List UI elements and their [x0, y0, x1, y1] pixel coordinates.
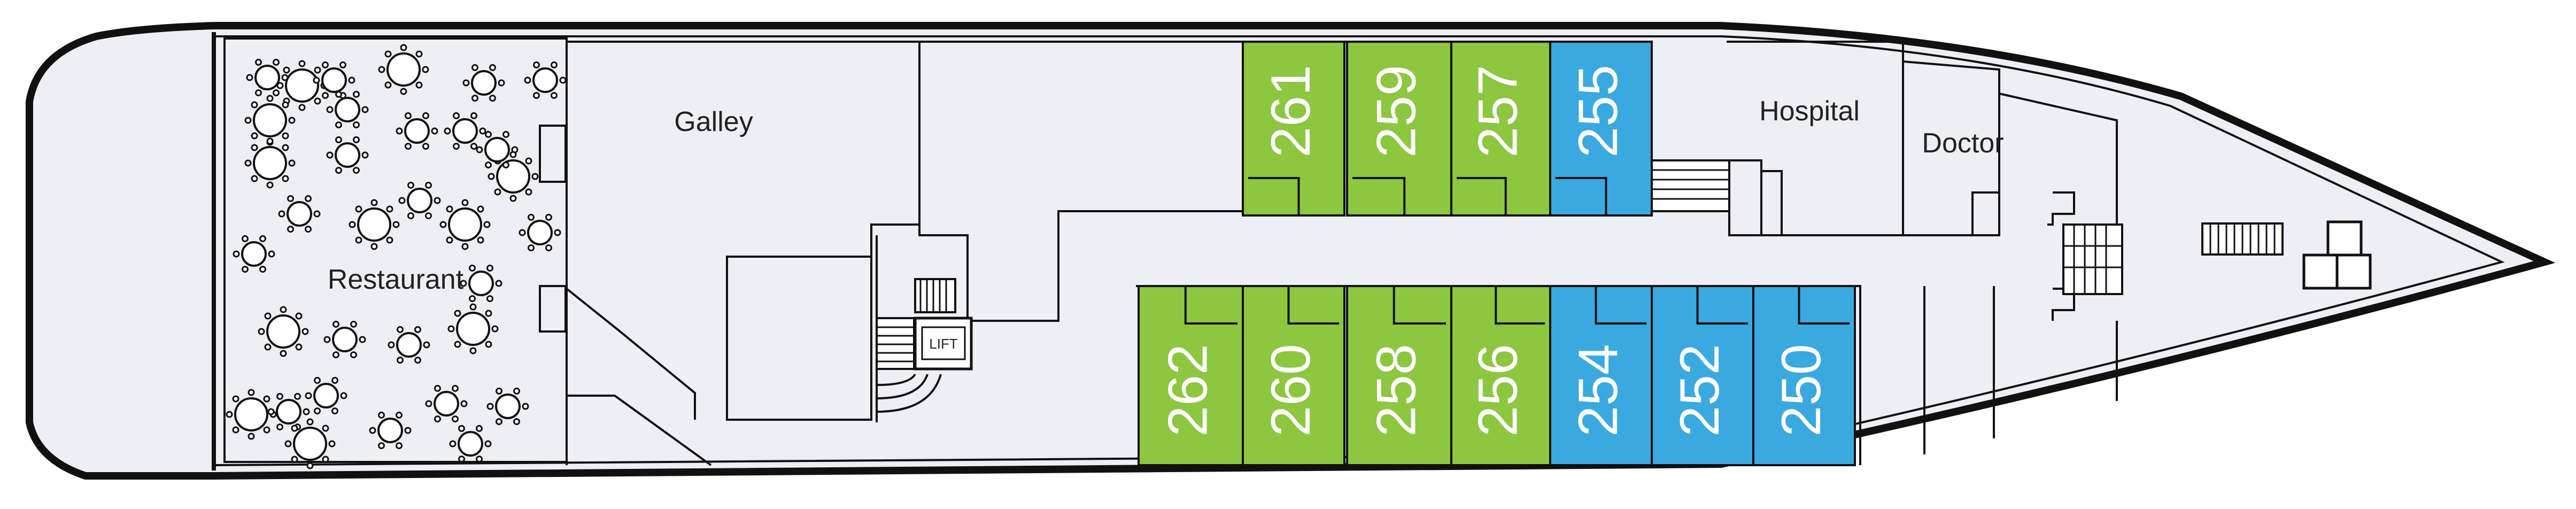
- table-icon: [233, 235, 275, 273]
- restaurant-label: Restaurant: [328, 264, 464, 295]
- table-icon: [486, 387, 529, 426]
- corridor-walls: [566, 288, 712, 466]
- table-icon: [398, 181, 441, 220]
- table-icon: [378, 44, 429, 95]
- hospital-room: [1727, 41, 1904, 236]
- cabin-number: 257: [1467, 65, 1529, 158]
- cabin-block-walls: [1136, 285, 1995, 465]
- table-icon: [244, 137, 296, 189]
- table-icon: [326, 90, 369, 129]
- restaurant-pillar: [539, 285, 567, 333]
- cabin-number: 252: [1669, 344, 1731, 437]
- table-icon: [462, 64, 505, 102]
- cabin-256[interactable]: 256: [1450, 285, 1551, 466]
- table-icon: [369, 411, 412, 450]
- lift-label: LIFT: [929, 336, 958, 352]
- doctor-label: Doctor: [1922, 128, 2003, 159]
- cabin-258[interactable]: 258: [1346, 285, 1452, 466]
- table-icon: [388, 326, 430, 364]
- cabin-number: 254: [1567, 344, 1629, 437]
- stairs-icon: [2047, 191, 2123, 321]
- stairs-icon: [876, 278, 956, 413]
- lift-icon: LIFT: [914, 317, 973, 371]
- cabin-262[interactable]: 262: [1138, 285, 1244, 466]
- inner-hull-line: [213, 35, 2505, 466]
- cabin-number: 255: [1567, 65, 1629, 158]
- table-icon: [439, 199, 491, 250]
- table-icon: [313, 61, 355, 99]
- table-icon: [258, 306, 309, 357]
- table-icon: [276, 60, 328, 111]
- restaurant-area: [223, 37, 568, 463]
- cabin-257[interactable]: 257: [1450, 41, 1551, 217]
- table-icon: [323, 320, 366, 359]
- cabin-block-walls: [1242, 41, 1653, 214]
- doctor-room: [1902, 60, 2118, 238]
- cabin-number: 261: [1260, 65, 1322, 158]
- galley-label: Galley: [674, 106, 753, 137]
- table-icon: [396, 112, 438, 150]
- cabin-number: 260: [1260, 344, 1322, 437]
- anchor-winch-icon: [2201, 222, 2284, 256]
- cabin-250[interactable]: 250: [1752, 285, 1856, 466]
- cabin-number: 250: [1770, 344, 1832, 437]
- table-icon: [449, 425, 492, 463]
- table-icon: [476, 130, 519, 169]
- cabin-number: 258: [1366, 344, 1428, 437]
- cabin-254[interactable]: 254: [1549, 285, 1653, 466]
- table-icon: [425, 384, 468, 423]
- table-icon: [524, 61, 567, 99]
- table-icon: [519, 213, 561, 252]
- cabin-261[interactable]: 261: [1242, 41, 1345, 217]
- table-icon: [460, 264, 502, 303]
- table-icon: [244, 95, 296, 146]
- cabin-252[interactable]: 252: [1651, 285, 1754, 466]
- table-icon: [349, 199, 400, 250]
- cabin-number: 259: [1366, 65, 1428, 158]
- restaurant-pillar: [539, 125, 567, 183]
- hospital-label: Hospital: [1759, 96, 1860, 127]
- cabin-255[interactable]: 255: [1549, 41, 1653, 217]
- cabin-260[interactable]: 260: [1242, 285, 1345, 466]
- table-icon: [326, 136, 369, 174]
- cabin-number: 262: [1157, 344, 1219, 437]
- restaurant-tables: [226, 44, 567, 469]
- cabins: 261 259 257 255 262 260 258 256 254 252 250: [1138, 41, 1856, 466]
- table-icon: [278, 195, 321, 233]
- stairs-icon: [1651, 159, 1783, 236]
- table-icon: [447, 303, 499, 354]
- table-icon: [284, 418, 336, 469]
- bow-hatch-icon: [2302, 220, 2372, 290]
- cabin-259[interactable]: 259: [1346, 41, 1452, 217]
- table-icon: [444, 112, 486, 150]
- cabin-number: 256: [1467, 344, 1529, 437]
- table-icon: [305, 376, 347, 415]
